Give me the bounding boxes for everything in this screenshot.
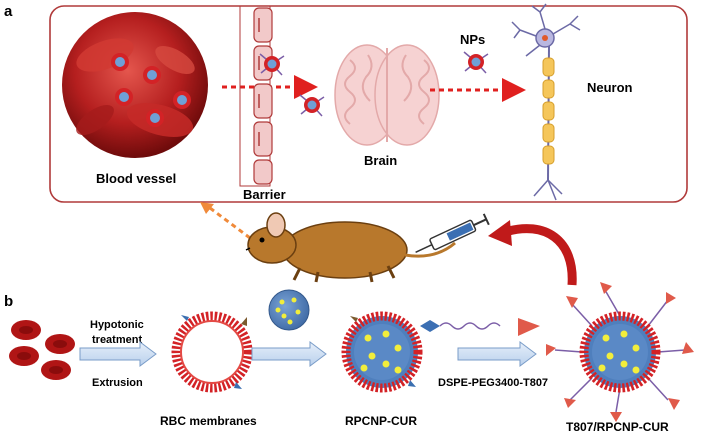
curcumin-core — [268, 289, 310, 331]
rpcnp-cur-particle — [341, 311, 423, 393]
blood-vessel-illustration — [62, 12, 208, 158]
arrow-rbc-to-membrane — [79, 341, 157, 367]
arrow-membrane-to-rpcnp — [251, 341, 327, 367]
hypotonic-label: Hypotonic — [90, 319, 144, 331]
t807-rpcnp-cur-particle — [546, 282, 694, 422]
myelin-sheath — [542, 57, 555, 165]
nanoparticle-icon — [463, 51, 489, 74]
brain-illustration — [334, 44, 440, 146]
nanoparticles-in-vessel — [111, 53, 191, 127]
blood-vessel-label: Blood vessel — [96, 171, 176, 186]
panel-a-letter: a — [4, 3, 13, 20]
panel-b-letter: b — [4, 293, 13, 310]
syringe-icon — [415, 213, 490, 253]
barrier-label: Barrier — [243, 187, 286, 202]
rbc-membrane-vesicle — [171, 311, 253, 393]
nanoparticle-crossing-2 — [299, 94, 325, 117]
t807-rpcnp-cur-label: T807/RPCNP-CUR — [566, 420, 669, 434]
barrier-cells — [239, 5, 273, 187]
red-blood-cells — [9, 320, 75, 380]
arrow-head-orange — [200, 202, 214, 214]
t807-ligand-icon — [420, 318, 540, 336]
curved-arrow-to-syringe — [503, 224, 577, 286]
rbc-membranes-label: RBC membranes — [160, 414, 257, 428]
brain-label: Brain — [364, 153, 397, 168]
extrusion-label: Extrusion — [92, 377, 143, 389]
curved-arrow-head — [488, 220, 512, 246]
nanoparticle-crossing-1 — [259, 53, 285, 76]
arrow-mouse-to-panel-a — [209, 206, 251, 240]
neuron-label: Neuron — [587, 80, 633, 95]
mouse-illustration — [245, 212, 456, 283]
nps-label: NPs — [460, 32, 485, 47]
arrow-rpcnp-to-final — [457, 341, 537, 367]
rpcnp-cur-label: RPCNP-CUR — [345, 414, 417, 428]
treatment-label: treatment — [92, 334, 142, 346]
dspe-label: DSPE-PEG3400-T807 — [438, 377, 548, 389]
